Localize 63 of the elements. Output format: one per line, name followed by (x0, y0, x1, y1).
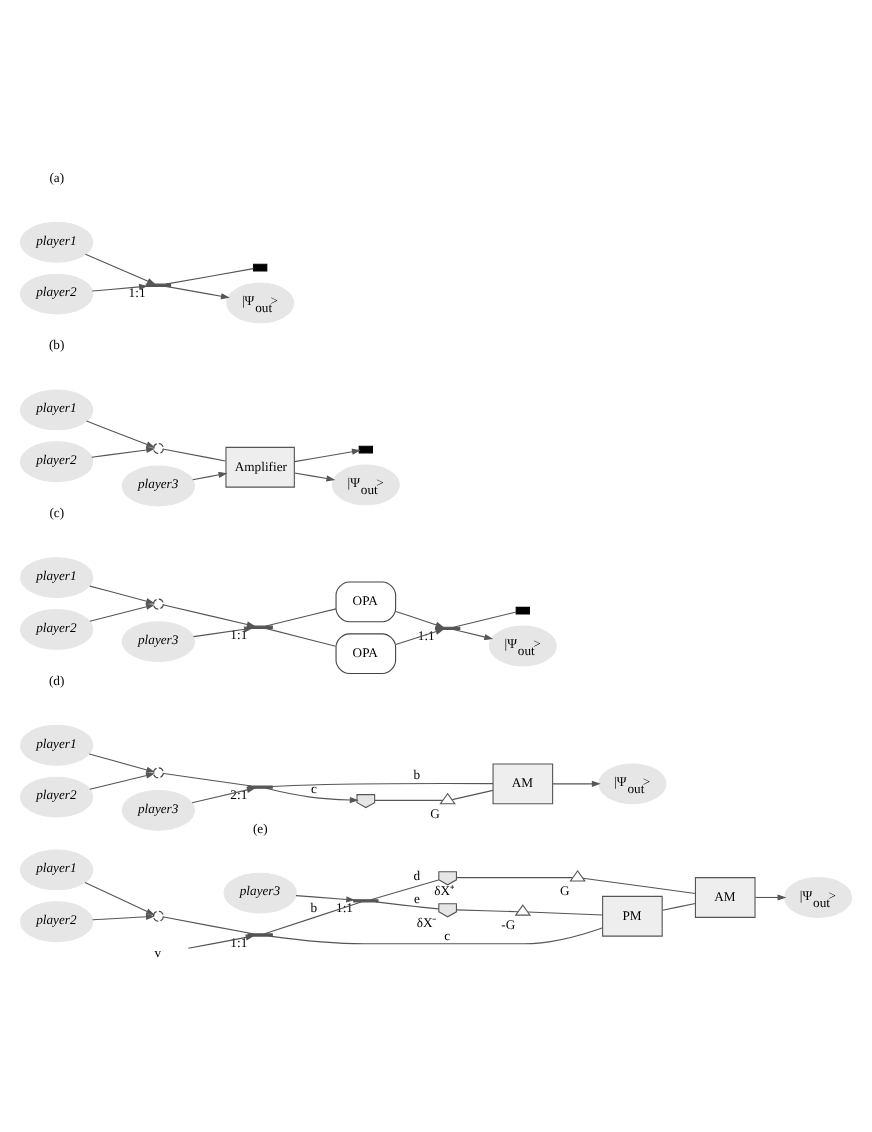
node-box (515, 606, 530, 615)
arrow (84, 253, 156, 285)
node-triangle (439, 792, 456, 805)
connector (582, 877, 696, 895)
arrow (91, 283, 148, 292)
arrow (92, 913, 155, 921)
connector (163, 448, 227, 462)
arrow (294, 448, 361, 463)
arrow (88, 753, 156, 773)
arrow (89, 585, 155, 605)
connector (265, 627, 337, 647)
connector (370, 879, 440, 901)
connector (272, 783, 494, 788)
connector (456, 909, 519, 913)
arrow (163, 604, 256, 628)
connector (375, 901, 439, 910)
arrow (165, 285, 230, 300)
node-circle (152, 767, 164, 779)
arrow (89, 772, 155, 790)
node-box (253, 263, 268, 272)
node-circle (152, 910, 164, 922)
connector (456, 877, 574, 879)
node-semicircle (356, 794, 376, 809)
node-semicircle (438, 903, 457, 918)
arrow (452, 628, 494, 640)
node-bar (434, 626, 461, 630)
node-triangle (569, 870, 586, 882)
arrow (294, 472, 336, 482)
arrow (84, 882, 155, 916)
connector (265, 608, 337, 627)
node-bar (247, 785, 273, 789)
connector (268, 927, 603, 945)
arrow (552, 780, 601, 787)
node-circle (152, 598, 164, 610)
node-triangle (514, 904, 532, 916)
arrow (191, 786, 256, 804)
node-bar (247, 933, 273, 937)
arrow (754, 894, 787, 901)
connector (163, 772, 252, 787)
node-semicircle (438, 871, 457, 886)
connector (264, 901, 362, 935)
arrow (89, 603, 155, 622)
connector (662, 902, 696, 911)
node-bar (353, 899, 379, 903)
arrow (295, 895, 356, 903)
node-bar (145, 283, 172, 287)
connector (527, 911, 603, 916)
arrow (265, 787, 359, 804)
arrow (91, 446, 156, 458)
connector (451, 789, 494, 801)
connector (452, 611, 517, 628)
connector (163, 916, 254, 935)
node-bar (247, 625, 273, 629)
node-circle (152, 443, 164, 455)
arrow (395, 628, 445, 646)
connector (374, 799, 444, 801)
arrow (86, 420, 156, 448)
arrow (192, 626, 253, 638)
arrow (192, 471, 228, 481)
connector (165, 268, 254, 285)
arrow (395, 610, 445, 628)
node-box (358, 445, 373, 454)
arrow (187, 934, 255, 949)
